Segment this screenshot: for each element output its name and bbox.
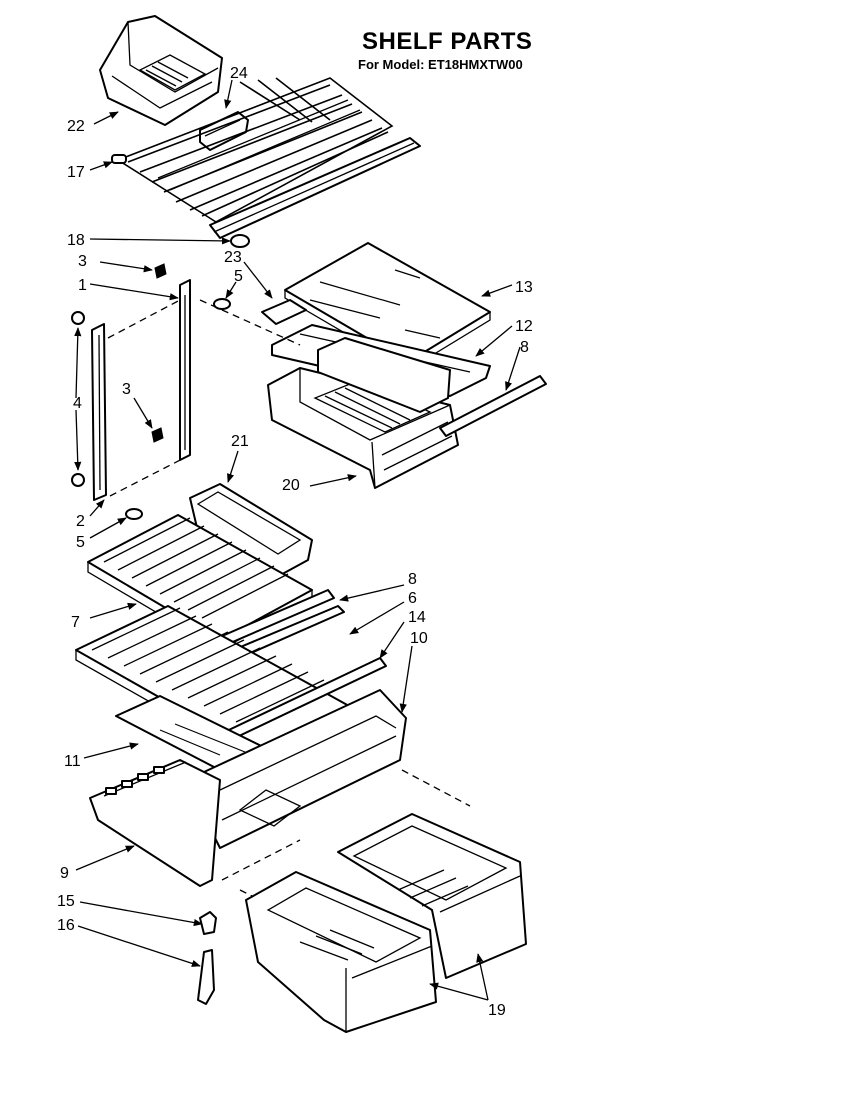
- callout-22: 22: [67, 118, 85, 135]
- part-19-crisper-drawer-left: [245, 871, 437, 1033]
- callout-10: 10: [410, 630, 428, 647]
- part-9-crisper-tray: [89, 759, 221, 887]
- part-5-screw-lower: [125, 508, 143, 520]
- part-1-shelf-ladder-right: [179, 279, 191, 461]
- callout-23: 23: [224, 249, 242, 266]
- callout-8-upper: 8: [520, 339, 529, 356]
- callout-1: 1: [78, 277, 87, 294]
- part-3-bracket-mid: [151, 427, 164, 443]
- part-20-crisper-drawer: [267, 337, 459, 489]
- part-15-roller-bracket: [199, 911, 217, 935]
- callout-9: 9: [60, 865, 69, 882]
- callout-20: 20: [282, 477, 300, 494]
- callout-19: 19: [488, 1002, 506, 1019]
- part-3-bracket-top: [154, 263, 167, 279]
- callout-13: 13: [515, 279, 533, 296]
- callout-21: 21: [231, 433, 249, 450]
- part-17-wire-shelf: [111, 77, 394, 223]
- callout-6: 6: [408, 590, 417, 607]
- model-subtitle: For Model: ET18HMXTW00: [358, 57, 523, 72]
- callout-18: 18: [67, 232, 85, 249]
- part-8-upper-rod: [439, 375, 547, 437]
- callout-24: 24: [230, 65, 248, 82]
- callout-16: 16: [57, 917, 75, 934]
- page-title: SHELF PARTS: [362, 28, 533, 55]
- part-2-shelf-ladder-left: [91, 323, 107, 501]
- part-4-cap-upper: [71, 311, 85, 325]
- part-4-cap-lower: [71, 473, 85, 487]
- part-22-top-bin: [99, 15, 223, 126]
- part-23-glass-trim: [261, 299, 307, 325]
- callout-15: 15: [57, 893, 75, 910]
- callout-3-top: 3: [78, 253, 87, 270]
- callout-leaders: [74, 79, 521, 1001]
- callout-12: 12: [515, 318, 533, 335]
- callout-7: 7: [71, 614, 80, 631]
- part-19-crisper-drawer-right: [337, 813, 527, 979]
- callout-labels: 22 24 17 18 23 3 1 5 13 12 8 4 3 21 20 2…: [57, 65, 533, 1019]
- callout-8-lower: 8: [408, 571, 417, 588]
- callout-3-mid: 3: [122, 381, 131, 398]
- callout-14: 14: [408, 609, 426, 626]
- callout-4: 4: [73, 395, 82, 412]
- callout-11: 11: [64, 753, 81, 770]
- callout-2: 2: [76, 513, 85, 530]
- callout-17: 17: [67, 164, 85, 181]
- callout-5-top: 5: [234, 268, 243, 285]
- part-18-shelf-trim: [209, 137, 421, 248]
- part-16-leveler: [197, 949, 215, 1005]
- part-5-screw-upper: [213, 298, 231, 310]
- callout-5-lower: 5: [76, 534, 85, 551]
